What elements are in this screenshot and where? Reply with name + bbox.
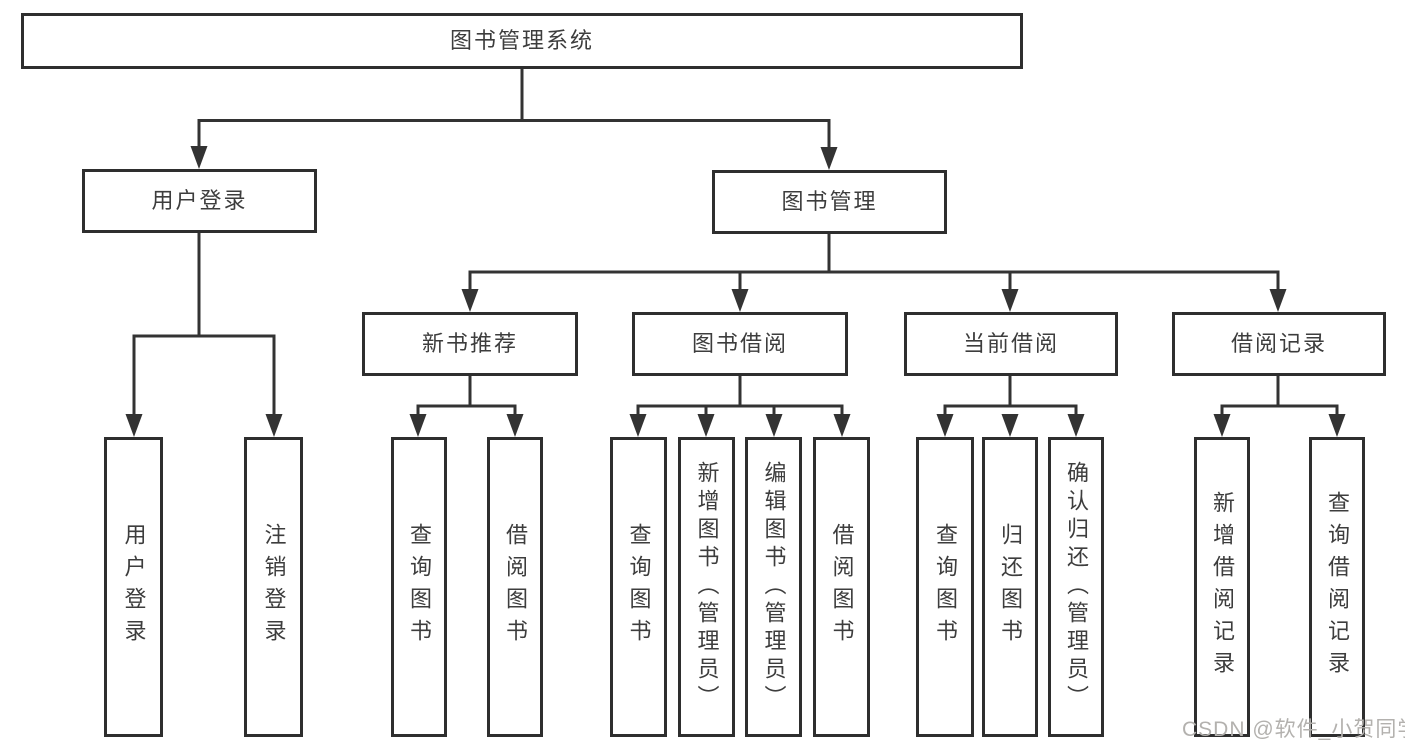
leaf-logout: 注销登录: [244, 437, 303, 737]
node-label: 借阅记录: [1230, 331, 1327, 356]
leaf-query-books-rec: 查询图书: [391, 437, 447, 737]
node-label: 新书推荐: [421, 331, 518, 356]
leaf-label: 确认归还（管理员）: [1064, 461, 1089, 713]
node-book-management: 图书管理: [712, 170, 947, 234]
leaf-label: 借阅图书: [503, 523, 528, 651]
node-user-login: 用户登录: [82, 169, 317, 233]
node-label: 用户登录: [151, 188, 248, 213]
node-new-book-recommendation: 新书推荐: [362, 312, 578, 376]
leaf-label: 查询图书: [933, 523, 958, 651]
leaf-label: 新增图书（管理员）: [694, 461, 720, 713]
leaf-label: 注销登录: [261, 523, 287, 651]
node-label: 图书管理系统: [449, 28, 594, 53]
leaf-query-borrow-record: 查询借阅记录: [1309, 437, 1365, 737]
leaf-label: 用户登录: [121, 523, 147, 651]
leaf-edit-books-admin: 编辑图书（管理员）: [745, 437, 802, 737]
node-book-borrowing: 图书借阅: [632, 312, 848, 376]
leaf-label: 查询图书: [626, 523, 652, 651]
leaf-query-books-cb: 查询图书: [916, 437, 974, 737]
leaf-label: 归还图书: [998, 523, 1023, 651]
node-label: 图书管理: [781, 189, 878, 214]
leaf-label: 查询借阅记录: [1325, 491, 1350, 683]
leaf-add-borrow-record: 新增借阅记录: [1194, 437, 1250, 737]
node-label: 图书借阅: [691, 331, 788, 356]
node-label: 当前借阅: [962, 331, 1059, 356]
leaf-label: 查询图书: [407, 523, 432, 651]
node-current-borrowing: 当前借阅: [904, 312, 1118, 376]
leaf-label: 新增借阅记录: [1210, 491, 1235, 683]
leaf-return-books: 归还图书: [982, 437, 1038, 737]
node-borrowing-records: 借阅记录: [1172, 312, 1386, 376]
leaf-user-login: 用户登录: [104, 437, 163, 737]
leaf-label: 借阅图书: [829, 523, 855, 651]
leaf-borrow-books-rec: 借阅图书: [487, 437, 543, 737]
node-library-management-system: 图书管理系统: [21, 13, 1023, 69]
leaf-query-books-bb: 查询图书: [610, 437, 667, 737]
leaf-borrow-books-bb: 借阅图书: [813, 437, 870, 737]
leaf-label: 编辑图书（管理员）: [761, 461, 787, 713]
leaf-confirm-return-admin: 确认归还（管理员）: [1048, 437, 1104, 737]
leaf-add-books-admin: 新增图书（管理员）: [678, 437, 735, 737]
csdn-watermark: CSDN @软件_小贺同学: [1182, 718, 1405, 741]
